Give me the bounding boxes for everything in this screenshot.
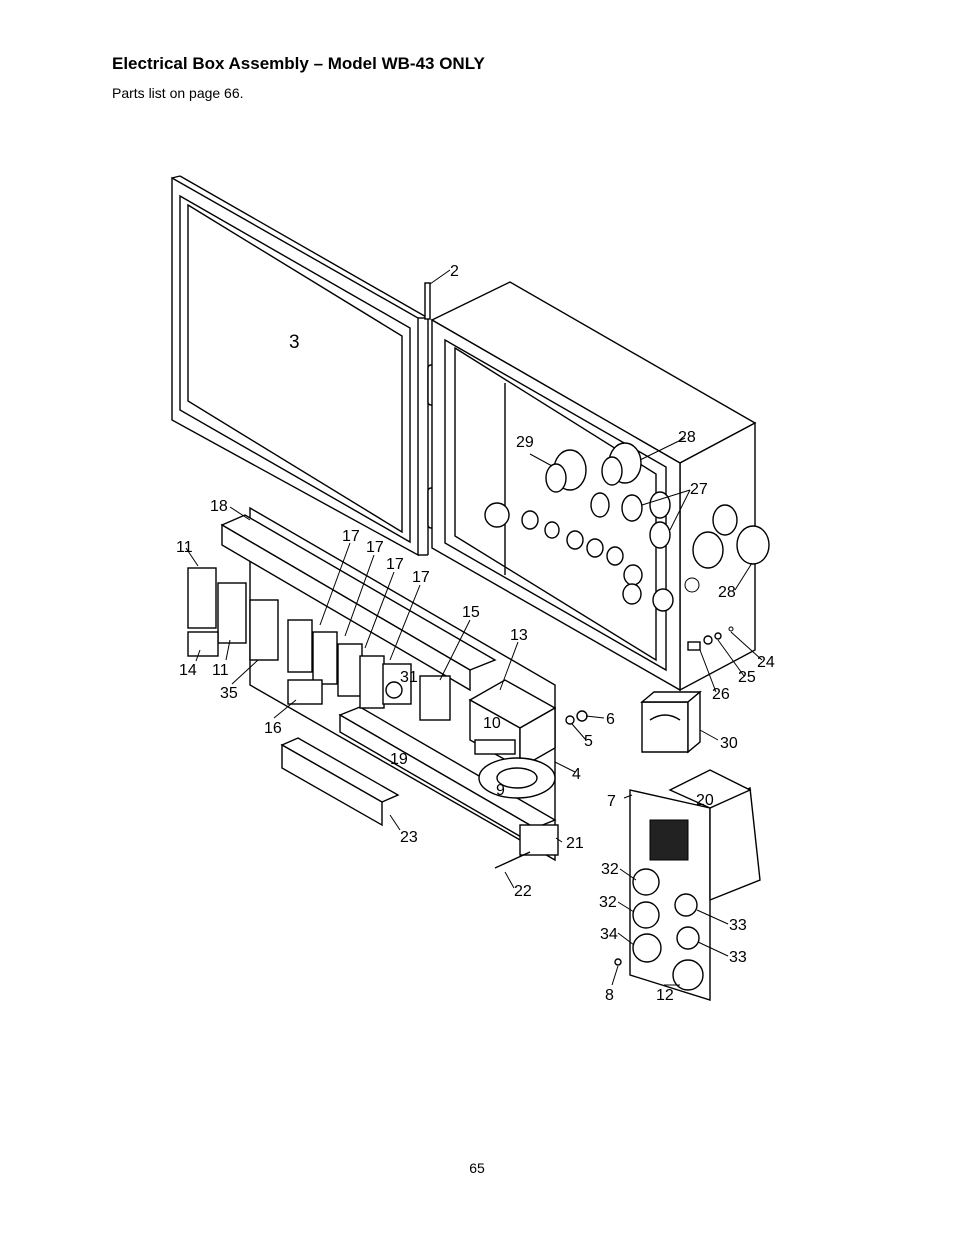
callout-28b: 28 xyxy=(718,584,736,601)
callout-29: 29 xyxy=(516,434,534,451)
callout-15: 15 xyxy=(462,604,480,621)
terminal-block-16 xyxy=(287,679,323,705)
contactor-row xyxy=(187,567,385,709)
screw-22 xyxy=(494,851,531,869)
callout-2: 2 xyxy=(450,263,459,280)
terminal-strip-bank xyxy=(280,737,400,827)
callout-17c: 17 xyxy=(386,556,404,573)
callout-30: 30 xyxy=(720,735,738,752)
page-title: Electrical Box Assembly – Model WB-43 ON… xyxy=(112,54,485,73)
callout-4: 4 xyxy=(572,766,581,783)
callout-26: 26 xyxy=(712,686,730,703)
callout-5: 5 xyxy=(584,733,593,750)
callout-14: 14 xyxy=(179,662,197,679)
timer-relay xyxy=(382,663,412,705)
callout-17d: 17 xyxy=(412,569,430,586)
cable-glands xyxy=(484,442,770,612)
control-panel xyxy=(614,769,761,1001)
callout-33a: 33 xyxy=(729,917,747,934)
callout-16: 16 xyxy=(264,720,282,737)
callout-17b: 17 xyxy=(366,539,384,556)
ammeter xyxy=(640,690,702,754)
callout-28a: 28 xyxy=(678,429,696,446)
callout-9: 9 xyxy=(496,782,505,799)
callout-21: 21 xyxy=(566,835,584,852)
callout-3: 3 xyxy=(289,332,300,353)
parts-list-reference: Parts list on page 66. xyxy=(112,85,244,101)
callout-23: 23 xyxy=(400,829,418,846)
wire-duct-upper xyxy=(220,514,497,692)
callout-20: 20 xyxy=(696,792,714,809)
callout-labels: 2 3 4 5 6 7 8 9 10 11 11 12 13 14 15 16 … xyxy=(176,263,775,1004)
callout-32a: 32 xyxy=(601,861,619,878)
callout-11b: 11 xyxy=(212,662,229,679)
callout-33b: 33 xyxy=(729,949,747,966)
callout-35: 35 xyxy=(220,685,238,702)
callout-34: 34 xyxy=(600,926,618,943)
page-number: 65 xyxy=(469,1160,485,1176)
leader-lines xyxy=(185,269,763,986)
callout-32b: 32 xyxy=(599,894,617,911)
callout-8: 8 xyxy=(605,987,614,1004)
callout-19: 19 xyxy=(390,751,408,768)
terminal-block-14 xyxy=(187,631,219,657)
filter xyxy=(519,824,559,856)
callout-13: 13 xyxy=(510,627,528,644)
callout-6: 6 xyxy=(606,711,615,728)
enclosure-box xyxy=(430,281,757,692)
callout-31: 31 xyxy=(400,669,418,686)
callout-24: 24 xyxy=(757,654,775,671)
terminal-strip xyxy=(474,739,516,755)
circuit-breaker xyxy=(478,757,556,799)
mounting-screw-set xyxy=(687,626,734,651)
callout-12: 12 xyxy=(656,987,674,1004)
callout-10: 10 xyxy=(483,715,501,732)
callout-27: 27 xyxy=(690,481,708,498)
callout-7: 7 xyxy=(607,793,616,810)
callout-17a: 17 xyxy=(342,528,360,545)
nut-washer xyxy=(565,710,588,725)
callout-18: 18 xyxy=(210,498,228,515)
callout-22: 22 xyxy=(514,883,532,900)
overload-relay xyxy=(419,675,451,721)
